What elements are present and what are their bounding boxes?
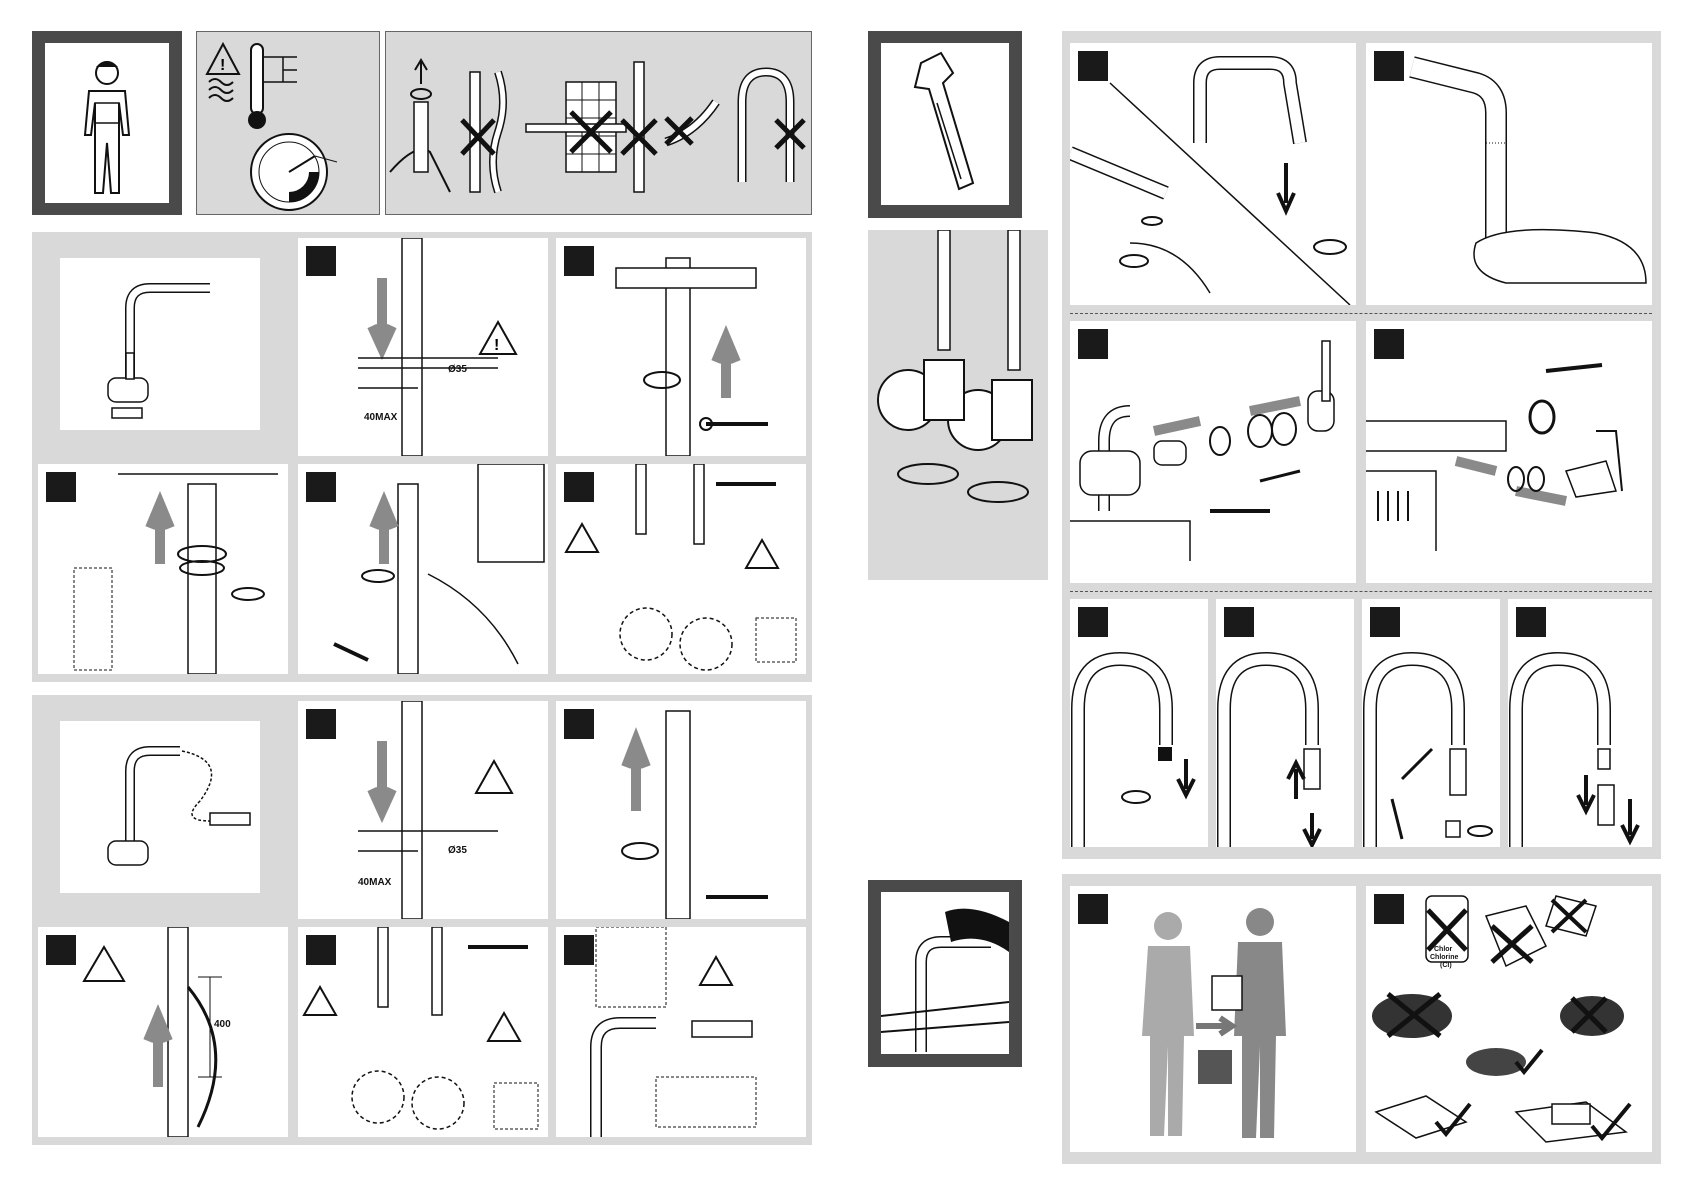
step-tighten-nut <box>38 464 288 674</box>
warning-triangle-icon <box>566 524 598 552</box>
step-spout-hose-pull <box>1216 599 1354 847</box>
warning-triangle-icon: ! <box>207 44 239 74</box>
warning-triangle-icon <box>304 987 336 1015</box>
warning-triangle-icon <box>746 540 778 568</box>
disposal-cleaning-block: Chlor Chlorine (Cl) <box>1062 874 1661 1164</box>
requirements-panel: ! <box>196 31 380 215</box>
angle-valve-panel <box>868 230 1048 580</box>
product-overview-faucet <box>60 258 260 430</box>
step-attach-spray-head <box>556 927 806 1137</box>
maintenance-block <box>1062 31 1661 859</box>
step-fix-pullout-from-below <box>556 701 806 919</box>
diameter-label: Ø35 <box>448 845 467 856</box>
svg-text:!: ! <box>220 57 225 74</box>
rotate-arrow-icon <box>1314 240 1346 254</box>
step-cleaning-agents: Chlor Chlorine (Cl) <box>1366 886 1652 1152</box>
step-route-pullout-hose: 400 <box>38 927 288 1137</box>
warning-triangle-icon <box>476 761 512 793</box>
hose-tile-grid <box>526 82 626 172</box>
step-insert-faucet: ! Ø35 40MAX <box>298 238 548 456</box>
step-connect-pullout-hoses <box>298 927 548 1137</box>
hose-loop <box>742 72 804 182</box>
step-spout-hose-replace <box>1362 599 1500 847</box>
step-clean-aerator <box>1366 43 1652 305</box>
installation-block-pullout: Ø35 40MAX 400 <box>32 695 812 1145</box>
warning-triangle-icon <box>488 1013 520 1041</box>
product-overview-pullout-faucet <box>60 721 260 893</box>
hose-length-label: 400 <box>214 1019 231 1030</box>
step-spout-hose-remove <box>1070 599 1208 847</box>
rotate-arrow-icon <box>898 464 958 484</box>
installer-figure-icon <box>45 43 169 203</box>
thermometer-icon <box>248 44 297 129</box>
step-replace-cartridge <box>1070 321 1356 583</box>
rotate-arrow-icon <box>1122 791 1150 803</box>
step-connect-hoses <box>556 464 806 674</box>
hose-handling-panel <box>385 31 812 215</box>
step-replace-handle <box>1366 321 1652 583</box>
rotate-arrow-icon <box>1120 255 1148 267</box>
cleaning-panel <box>868 880 1022 1067</box>
hose-kinked <box>622 62 656 192</box>
thumbs-up-icon <box>494 1083 538 1129</box>
step-tighten-rod <box>298 464 548 674</box>
diameter-label: Ø35 <box>448 364 467 375</box>
rotate-arrow-icon <box>968 482 1028 502</box>
rotate-arrow-icon <box>232 588 264 600</box>
installation-block-standard: ! Ø35 40MAX <box>32 232 812 682</box>
installer-panel <box>32 31 182 215</box>
step-remove-aerator <box>1070 43 1356 305</box>
pressure-gauge-icon <box>251 134 337 210</box>
rotate-arrow-icon <box>362 570 394 582</box>
warning-triangle-icon <box>700 957 732 985</box>
step-insert-pullout-faucet: Ø35 40MAX <box>298 701 548 919</box>
step-fix-from-below <box>556 238 806 456</box>
step-handover-user <box>1070 886 1356 1152</box>
tool-panel <box>868 31 1022 218</box>
warning-triangle-icon <box>84 947 124 981</box>
rotate-arrow-icon <box>1468 826 1492 836</box>
max-thickness-label: 40MAX <box>364 412 397 423</box>
wrench-icon <box>1402 749 1432 779</box>
thumbs-up-icon <box>756 618 796 662</box>
step-spout-hose-reassemble <box>1508 599 1652 847</box>
svg-text:!: ! <box>494 337 499 354</box>
chlorine-label-3: (Cl) <box>1440 962 1452 969</box>
chlorine-label-1: Chlor <box>1434 946 1452 953</box>
max-thickness-label: 40MAX <box>358 877 391 888</box>
wrench-icon <box>881 43 1009 205</box>
chlorine-label-2: Chlorine <box>1430 954 1458 961</box>
hose-bent <box>666 102 716 144</box>
rotate-arrow-icon <box>622 843 658 859</box>
wrench-icon <box>1546 365 1602 371</box>
